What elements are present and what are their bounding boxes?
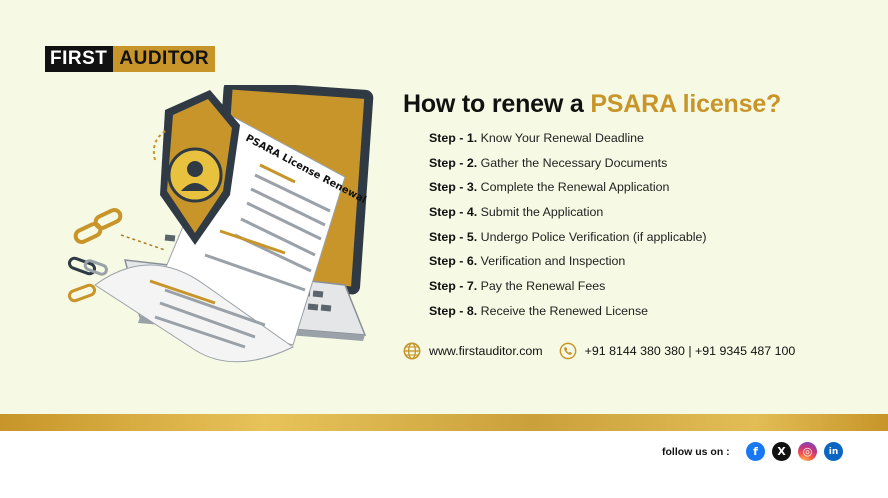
page-title: How to renew a PSARA license? [403,90,781,119]
chain-icon [73,208,166,251]
phone-icon [559,342,576,360]
step-text: Submit the Application [480,205,604,220]
step-text: Receive the Renewed License [480,303,649,318]
gold-divider-band [0,414,888,431]
brand-logo-part2: AUDITOR [113,46,216,72]
step-item: Step - 7. Pay the Renewal Fees [429,278,707,303]
instagram-icon[interactable]: ◎ [798,442,817,461]
document-icon: PSARA License Renewal [94,114,368,363]
step-label: Step - 8. [429,303,478,318]
laptop-document-illustration: PSARA License Renewal [67,85,374,363]
step-text: Gather the Necessary Documents [480,155,668,170]
step-item: Step - 5. Undergo Police Verification (i… [429,229,707,254]
brand-logo[interactable]: FIRST AUDITOR [45,46,216,72]
step-item: Step - 1. Know Your Renewal Deadline [429,130,707,155]
step-label: Step - 6. [429,254,478,269]
linkedin-icon[interactable]: in [824,442,843,461]
step-text: Know Your Renewal Deadline [480,131,644,145]
step-item: Step - 4. Submit the Application [429,204,707,229]
facebook-icon[interactable]: f [746,442,765,461]
shield-icon [152,90,240,245]
phone-numbers[interactable]: +91 8144 380 380 | +91 9345 487 100 [584,344,796,358]
footer [0,431,888,498]
contact-bar: www.firstauditor.com +91 8144 380 380 | … [403,341,795,361]
step-text: Undergo Police Verification (if applicab… [480,229,707,244]
step-text: Pay the Renewal Fees [480,279,606,294]
brand-logo-part1: FIRST [45,46,114,72]
title-accent: PSARA license? [590,90,782,118]
step-item: Step - 8. Receive the Renewed License [429,303,707,328]
step-label: Step - 4. [429,205,478,220]
steps-list: Step - 1. Know Your Renewal Deadline Ste… [429,130,707,328]
step-text: Complete the Renewal Application [480,180,670,195]
step-item: Step - 6. Verification and Inspection [429,253,707,278]
step-label: Step - 7. [429,279,478,294]
step-item: Step - 2. Gather the Necessary Documents [429,155,707,180]
step-label: Step - 3. [429,180,478,195]
step-item: Step - 3. Complete the Renewal Applicati… [429,179,707,204]
title-prefix: How to renew a [403,90,584,118]
website-link[interactable]: www.firstauditor.com [429,344,543,358]
follow-label: follow us on : [662,446,730,458]
step-text: Verification and Inspection [480,254,626,269]
step-label: Step - 1. [429,131,478,145]
x-icon[interactable]: X [772,442,791,461]
step-label: Step - 5. [429,229,478,244]
social-links: f X ◎ in [746,442,843,461]
paperclip-icon [67,256,108,303]
globe-icon [403,342,421,360]
step-label: Step - 2. [429,155,478,170]
